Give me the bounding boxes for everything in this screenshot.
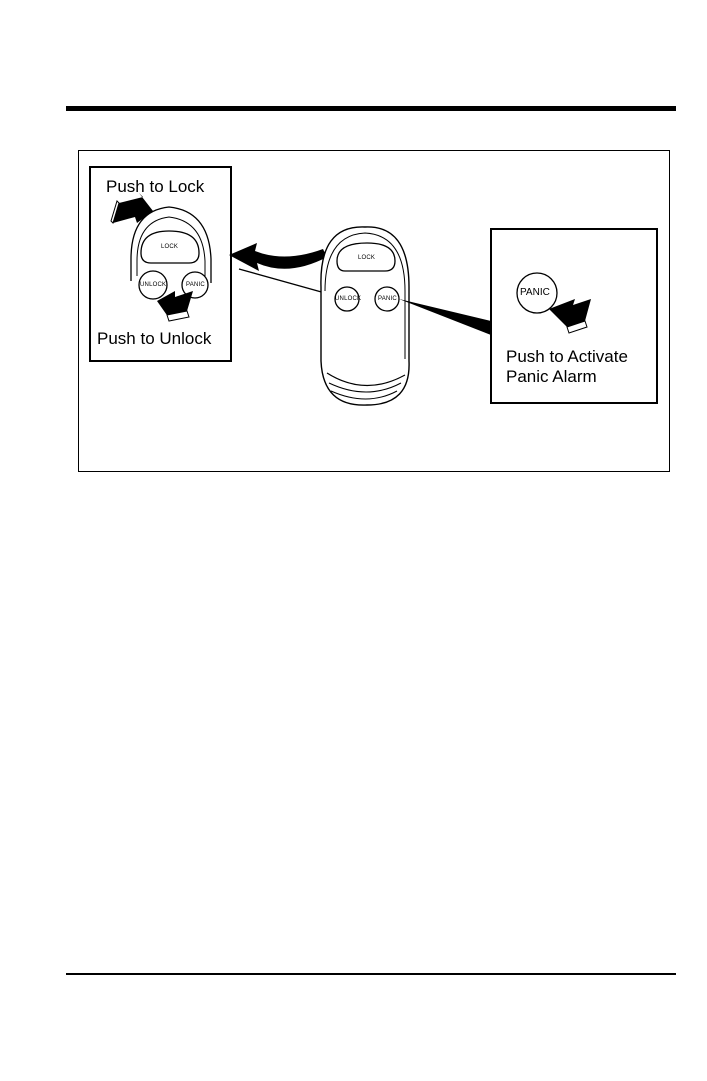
header-rule <box>66 106 676 111</box>
arrow-icon-panic <box>549 299 591 333</box>
pointer-line-left <box>239 269 325 293</box>
fob-panic-label: PANIC <box>378 296 397 302</box>
inset-panic-label: PANIC <box>186 282 205 288</box>
arrow-icon-to-left-panel <box>229 243 327 271</box>
panic-caption-line1: Push to Activate <box>506 347 628 367</box>
arrow-icon-lock <box>111 193 153 223</box>
right-panic-label: PANIC <box>520 287 550 298</box>
panic-caption: Push to Activate Panic Alarm <box>506 347 628 387</box>
pointer-wedge-right <box>399 299 491 335</box>
push-to-unlock-label: Push to Unlock <box>97 329 211 349</box>
footer-rule <box>66 973 676 975</box>
keyless-remote-figure: Push to Lock Push to Unlock LOCK UNLOCK … <box>78 150 670 472</box>
push-to-lock-label: Push to Lock <box>106 177 204 197</box>
remote-illustration <box>79 151 670 472</box>
key-fob-icon <box>321 227 409 405</box>
inset-lock-label: LOCK <box>161 244 178 250</box>
fob-lock-label: LOCK <box>358 255 375 261</box>
inset-unlock-label: UNLOCK <box>140 282 166 288</box>
fob-unlock-label: UNLOCK <box>335 296 361 302</box>
panic-caption-line2: Panic Alarm <box>506 367 628 387</box>
